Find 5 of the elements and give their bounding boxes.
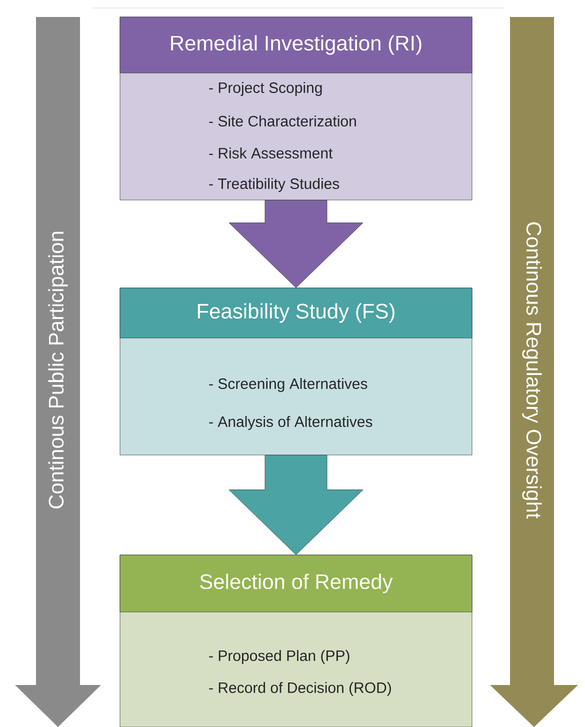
block-arrow [228,455,364,555]
process-box: Remedial Investigation (RI) - Project Scoping - Site Characterization - Risk Assessment - Treatibility Studies [120,16,472,200]
process-box: Feasibility Study (FS) - Screening Alternatives - Analysis of Alternatives [120,288,472,456]
process-box: Selection of Remedy - Proposed Plan (PP) - Record of Decision (ROD) [120,554,472,727]
block-arrow [228,200,364,288]
